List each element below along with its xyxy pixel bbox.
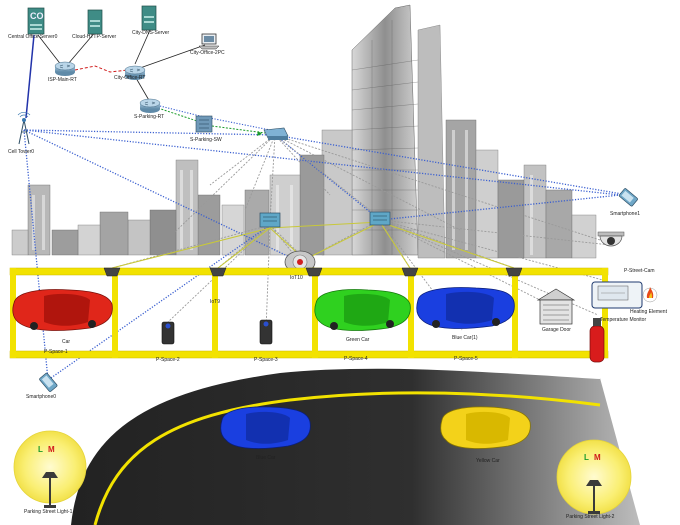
cloud-http-server-label: Cloud-HTTP-Server [72, 34, 117, 40]
smartphone0-icon [39, 372, 58, 392]
parking-router-device[interactable] [139, 99, 161, 113]
parking-router-label: S-Parking-RT [134, 114, 165, 120]
city-dns-server-label: City-DNS-Server [132, 30, 170, 36]
iot10-device[interactable] [284, 250, 316, 274]
parking-switch-device[interactable] [194, 114, 214, 134]
cell-tower-icon [17, 111, 31, 145]
central-office-server-icon [27, 7, 45, 35]
isp-main-router-label: ISP-Main-RT [48, 77, 77, 83]
street-light-right-device[interactable] [557, 440, 631, 516]
city-office-pc-icon [198, 33, 220, 50]
temperature-monitor-icon [591, 281, 643, 309]
city-dns-server-device[interactable] [140, 4, 158, 32]
temperature-monitor-label: Temperature Monitor [600, 317, 647, 323]
smartphone1-label: Smartphone1 [610, 211, 641, 217]
smartphone0-device[interactable] [38, 372, 58, 392]
street-cam-label: P-Street-Cam [624, 268, 655, 274]
space-lamps [103, 267, 523, 277]
city-office-router-device[interactable] [124, 66, 146, 80]
green-car-label: Green Car [346, 337, 370, 343]
yellow-car-icon [440, 406, 531, 449]
street-light-right-m-indicator: M [594, 453, 601, 462]
core-links [25, 29, 276, 134]
parking-space-2-label: P-Space-2 [156, 357, 180, 363]
parking-space-3-label: P-Space-3 [254, 357, 278, 363]
street-light-left-icon [13, 430, 87, 508]
street-light-left-l-indicator: L [38, 445, 43, 454]
heating-element-label: Heating Element [630, 309, 667, 315]
smartphone1-icon [618, 188, 638, 207]
cell-tower-label: Cell Tower0 [8, 149, 35, 155]
city-office-router-icon [124, 65, 146, 80]
garage-door-device[interactable] [538, 288, 574, 326]
street-cam-icon [597, 231, 625, 247]
street-light-left-m-indicator: M [48, 445, 55, 454]
cell-tower-device[interactable] [14, 112, 34, 146]
red-car-icon [12, 289, 113, 331]
smartphone0-label: Smartphone0 [26, 394, 57, 400]
isp-main-router-icon [54, 61, 76, 76]
parking-switch-label: S-Parking-SW [190, 137, 222, 143]
street-cam-device[interactable] [596, 230, 626, 248]
blue-car-parked-icon [416, 287, 515, 329]
green-car-icon [314, 289, 411, 331]
parking-space-1-label: P-Space-1 [44, 349, 68, 355]
link-status-arrows [62, 62, 262, 136]
street-light-left-device[interactable] [14, 430, 86, 508]
parking-sensor-3-icon [259, 319, 273, 345]
parking-space-4-label: P-Space-4 [344, 356, 368, 362]
parking-space-5-label: P-Space-5 [454, 356, 478, 362]
iot-power-links [111, 221, 515, 269]
central-office-server-label: Central Office Server0 [8, 34, 58, 40]
road [69, 366, 640, 525]
city-office-pc-label: City-Office-2PC [190, 50, 225, 56]
city-dns-server-icon [141, 5, 157, 31]
street-light-right-label: Parking Street Light-2 [566, 514, 615, 520]
cloud-http-server-icon [87, 9, 103, 35]
garage-door-icon [536, 288, 576, 325]
server-marker-label: CO [30, 11, 44, 21]
parking-router-icon [139, 98, 161, 113]
blue-car-road-label: Blue Car [256, 455, 276, 461]
isp-main-router-device[interactable] [54, 62, 76, 76]
garage-door-label: Garage Door [542, 327, 571, 333]
iot9-label: IoT9 [210, 299, 221, 305]
iot-gateway-left-icon [259, 212, 281, 228]
smartphone1-device[interactable] [618, 186, 638, 206]
parking-switch-icon [195, 115, 213, 133]
home-gateway-icon [263, 127, 289, 140]
blue-car-parked-label: Blue Car(1) [452, 335, 478, 341]
street-light-right-l-indicator: L [584, 453, 589, 462]
street-light-left-label: Parking Street Light-1 [24, 509, 73, 515]
iot10-label: IoT10 [290, 275, 303, 281]
blue-car-road-icon [220, 406, 311, 449]
yellow-car-label: Yellow Car [476, 458, 500, 464]
iot-gateway-right-icon [369, 211, 391, 226]
street-light-right-icon [556, 439, 632, 515]
cloud-http-server-device[interactable] [86, 8, 104, 36]
fire-extinguisher-icon [589, 318, 605, 363]
central-office-server-device[interactable] [26, 6, 46, 36]
heating-element-icon [642, 287, 658, 303]
parking-sensor-2-icon [161, 321, 175, 345]
temperature-monitor-device[interactable] [590, 280, 652, 310]
city-office-router-label: City-Office-RT [114, 75, 146, 81]
city-office-pc-device[interactable] [198, 32, 220, 50]
red-car-label: Car [62, 339, 71, 345]
